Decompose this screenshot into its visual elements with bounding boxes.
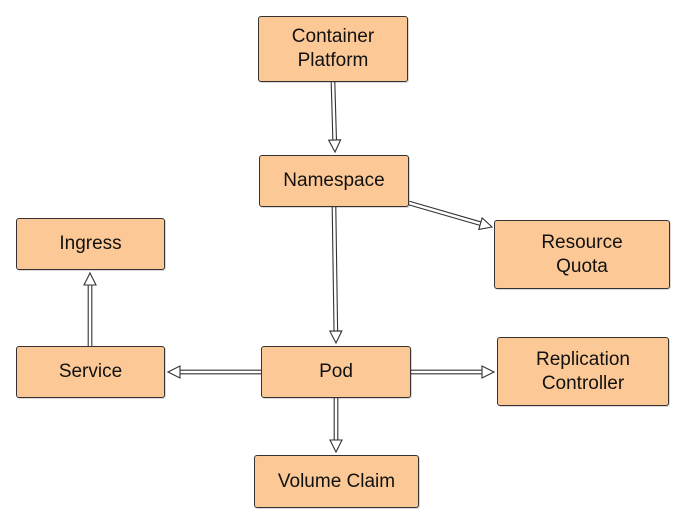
node-pod: Pod <box>261 346 411 398</box>
node-service-label: Service <box>58 361 123 382</box>
node-replication-controller-label: Replication Controller <box>536 348 630 394</box>
node-container-platform: Container Platform <box>258 16 408 82</box>
edge-container-platform-to-namespace <box>327 81 342 154</box>
node-ingress-label: Ingress <box>59 233 122 254</box>
node-resource-quota-label: Resource Quota <box>541 231 623 277</box>
node-service: Service <box>16 346 165 398</box>
edge-namespace-to-resource-quota <box>408 200 494 231</box>
node-pod-label: Pod <box>319 361 353 382</box>
edge-service-to-ingress <box>83 271 97 346</box>
edge-pod-to-replication-controller <box>411 365 496 379</box>
node-volume-claim: Volume Claim <box>254 455 419 508</box>
node-volume-claim-label: Volume Claim <box>277 470 396 492</box>
edge-pod-to-service <box>166 365 261 379</box>
node-container-platform-label: Container Platform <box>291 26 375 71</box>
node-namespace: Namespace <box>259 155 409 207</box>
node-namespace-label: Namespace <box>283 170 385 191</box>
node-resource-quota: Resource Quota <box>494 220 670 289</box>
node-ingress: Ingress <box>16 218 165 270</box>
edge-pod-to-volume-claim <box>329 398 343 454</box>
edge-namespace-to-pod <box>328 206 343 345</box>
node-replication-controller: Replication Controller <box>497 337 669 406</box>
